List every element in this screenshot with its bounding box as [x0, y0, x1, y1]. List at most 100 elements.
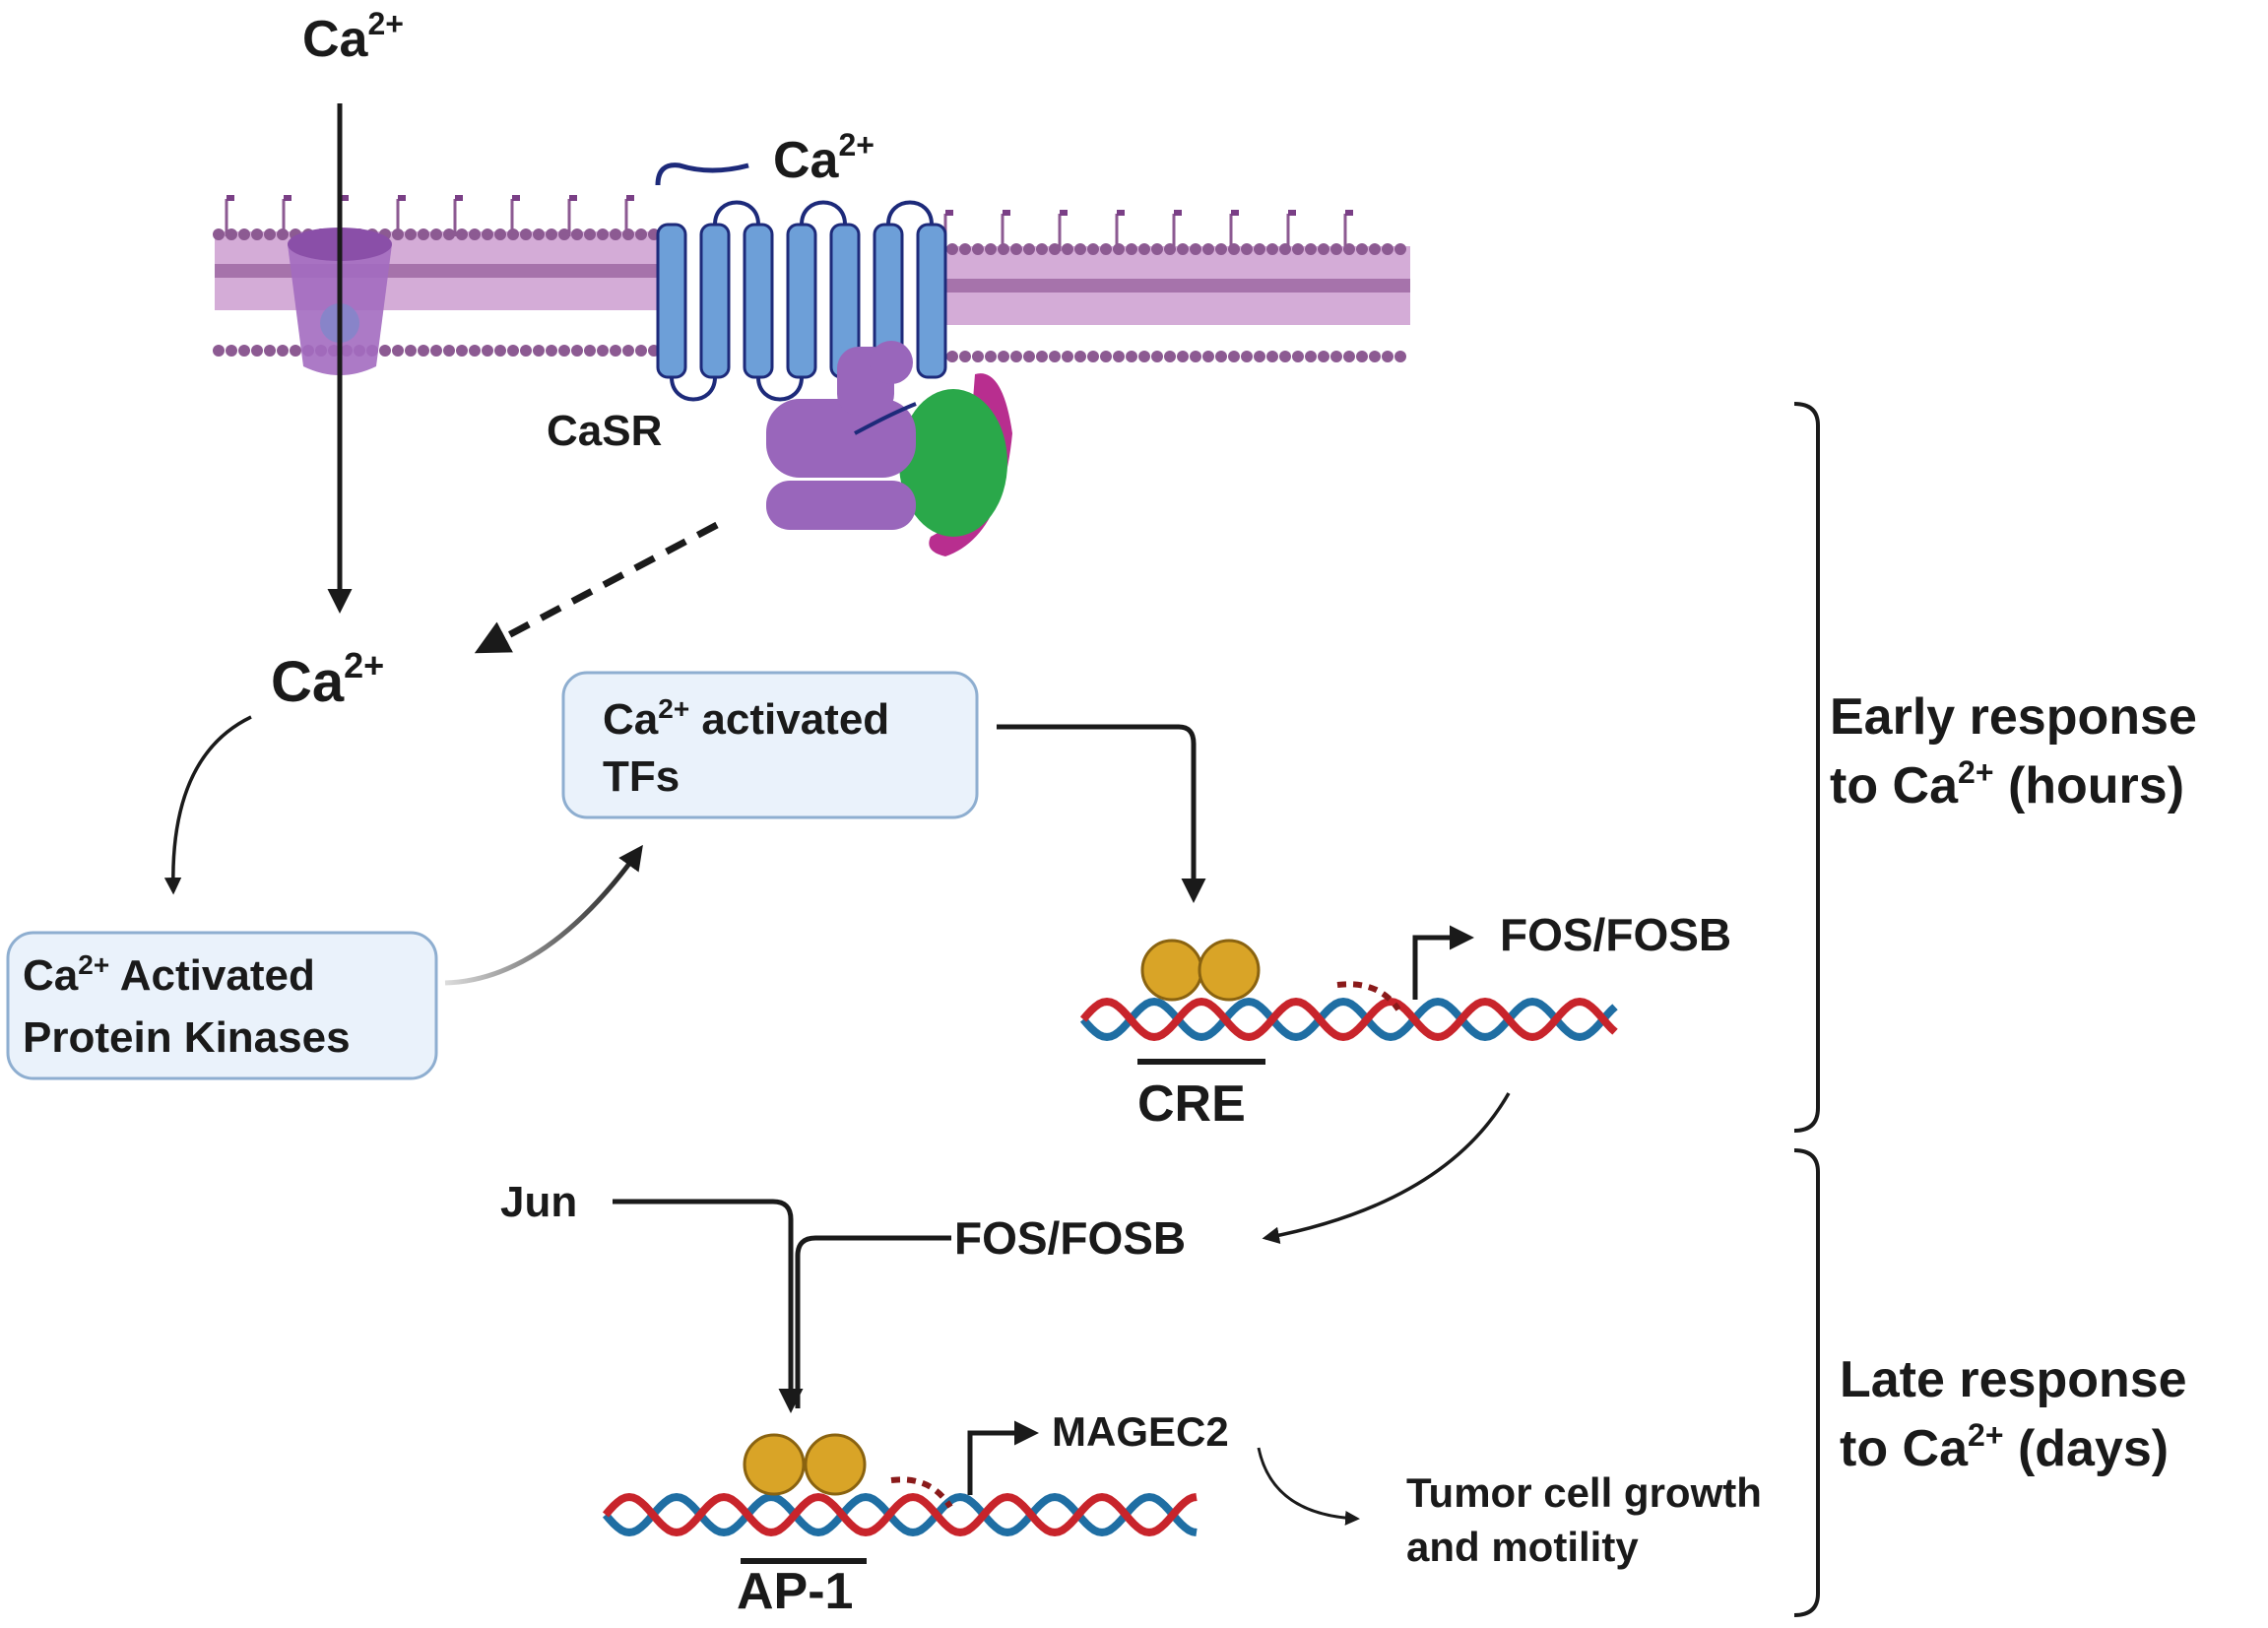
lipid-head — [1151, 243, 1163, 255]
lipid-head — [251, 345, 263, 357]
lipid-head — [251, 228, 263, 240]
lipid-head — [456, 345, 468, 357]
receptor-helix — [786, 223, 817, 379]
g-protein-complex — [766, 341, 1012, 556]
lipid-head — [597, 228, 609, 240]
lipid-head — [405, 228, 417, 240]
tf-ball — [743, 1433, 806, 1496]
lipid-head — [1292, 243, 1304, 255]
lipid-head — [1190, 243, 1201, 255]
lipid-head — [1330, 351, 1342, 362]
lipid-head — [213, 228, 225, 240]
lipid-head — [1305, 243, 1317, 255]
lipid-head — [418, 228, 429, 240]
outcome-line2: and motility — [1406, 1524, 1639, 1570]
lipid-head — [1113, 243, 1125, 255]
lipid-head — [1049, 243, 1061, 255]
lipid-head — [482, 345, 493, 357]
arrows — [163, 103, 1511, 1526]
lipid-head — [1382, 351, 1393, 362]
ca-to-kinases-arrow — [163, 715, 252, 895]
fos-protein-label: FOS/FOSB — [954, 1212, 1186, 1264]
kinases-to-tfs-arrow — [444, 844, 643, 986]
glycan-tip — [1231, 210, 1239, 216]
lipid-head — [1190, 351, 1201, 362]
tf-ball — [1140, 939, 1203, 1002]
lipid-head — [277, 345, 289, 357]
lipid-head — [546, 228, 557, 240]
lipid-head — [972, 243, 984, 255]
glycan-tip — [284, 195, 292, 201]
glycan-chains — [225, 195, 1353, 251]
lipid-head — [946, 243, 958, 255]
kinases-box: Ca2+ Activated Protein Kinases — [6, 931, 438, 1080]
lipid-head — [1062, 351, 1073, 362]
lipid-head — [1330, 243, 1342, 255]
receptor-loop — [886, 200, 934, 226]
lipid-head — [1010, 243, 1022, 255]
early-response-line1: Early response — [1830, 688, 2197, 746]
glycan-tip — [1345, 210, 1353, 216]
promoter-arrow — [1412, 925, 1474, 1000]
magec2-to-outcome-arrow — [1257, 1447, 1360, 1526]
glycan-tip — [341, 195, 349, 201]
casr-label: CaSR — [547, 407, 662, 455]
tf-ball — [1198, 939, 1261, 1002]
lipid-head — [1215, 351, 1227, 362]
tfs-to-cre-arrow — [997, 724, 1206, 903]
ap1-label: AP-1 — [737, 1563, 853, 1620]
lipid-head — [1369, 351, 1381, 362]
lipid-head — [1113, 351, 1125, 362]
lipid-head — [571, 228, 583, 240]
late-response-line2: to Ca2+ (days) — [1840, 1417, 2169, 1477]
lipid-head — [959, 243, 971, 255]
lipid-head — [1254, 243, 1265, 255]
lipid-head — [1215, 243, 1227, 255]
lipid-head — [1266, 243, 1278, 255]
lipid-head — [1382, 243, 1393, 255]
lipid-head — [1266, 351, 1278, 362]
lipid-head — [290, 345, 301, 357]
receptor-helix — [656, 223, 687, 379]
lipid-head — [998, 351, 1009, 362]
lipid-head — [264, 345, 276, 357]
lipid-head — [1318, 351, 1329, 362]
tf-ball — [804, 1433, 867, 1496]
dna-early — [1079, 925, 1618, 1065]
lipid-head — [533, 228, 545, 240]
lipid-head — [238, 228, 250, 240]
lipid-head — [558, 345, 570, 357]
glycan-tip — [945, 210, 953, 216]
lipid-head — [1049, 351, 1061, 362]
lipid-head — [1228, 351, 1240, 362]
extracellular-ca-label: Ca2+ — [302, 6, 404, 68]
casr-ca-label: Ca2+ — [773, 127, 875, 189]
receptor-loop — [713, 200, 760, 226]
receptor-loop — [756, 376, 804, 402]
fos-to-ap1-arrow — [795, 1235, 951, 1408]
lipid-head — [1305, 351, 1317, 362]
lipid-head — [469, 345, 481, 357]
lipid-head — [392, 345, 404, 357]
lipid-head — [1318, 243, 1329, 255]
lipid-head — [469, 228, 481, 240]
lipid-head — [443, 228, 455, 240]
lipid-head — [546, 345, 557, 357]
lipid-head — [584, 345, 596, 357]
lipid-head — [610, 228, 621, 240]
lipid-head — [558, 228, 570, 240]
lipid-head — [635, 228, 647, 240]
lipid-head — [264, 228, 276, 240]
outcome-line1: Tumor cell growth — [1406, 1469, 1762, 1516]
lipid-head — [1087, 351, 1099, 362]
receptor-helix — [743, 223, 774, 379]
lipid-head — [533, 345, 545, 357]
glycan-tip — [227, 195, 234, 201]
early-response-line2: to Ca2+ (hours) — [1830, 754, 2184, 814]
glycan-tip — [626, 195, 634, 201]
lipid-head — [1126, 243, 1137, 255]
lipid-head — [1138, 351, 1150, 362]
lipid-head — [584, 228, 596, 240]
